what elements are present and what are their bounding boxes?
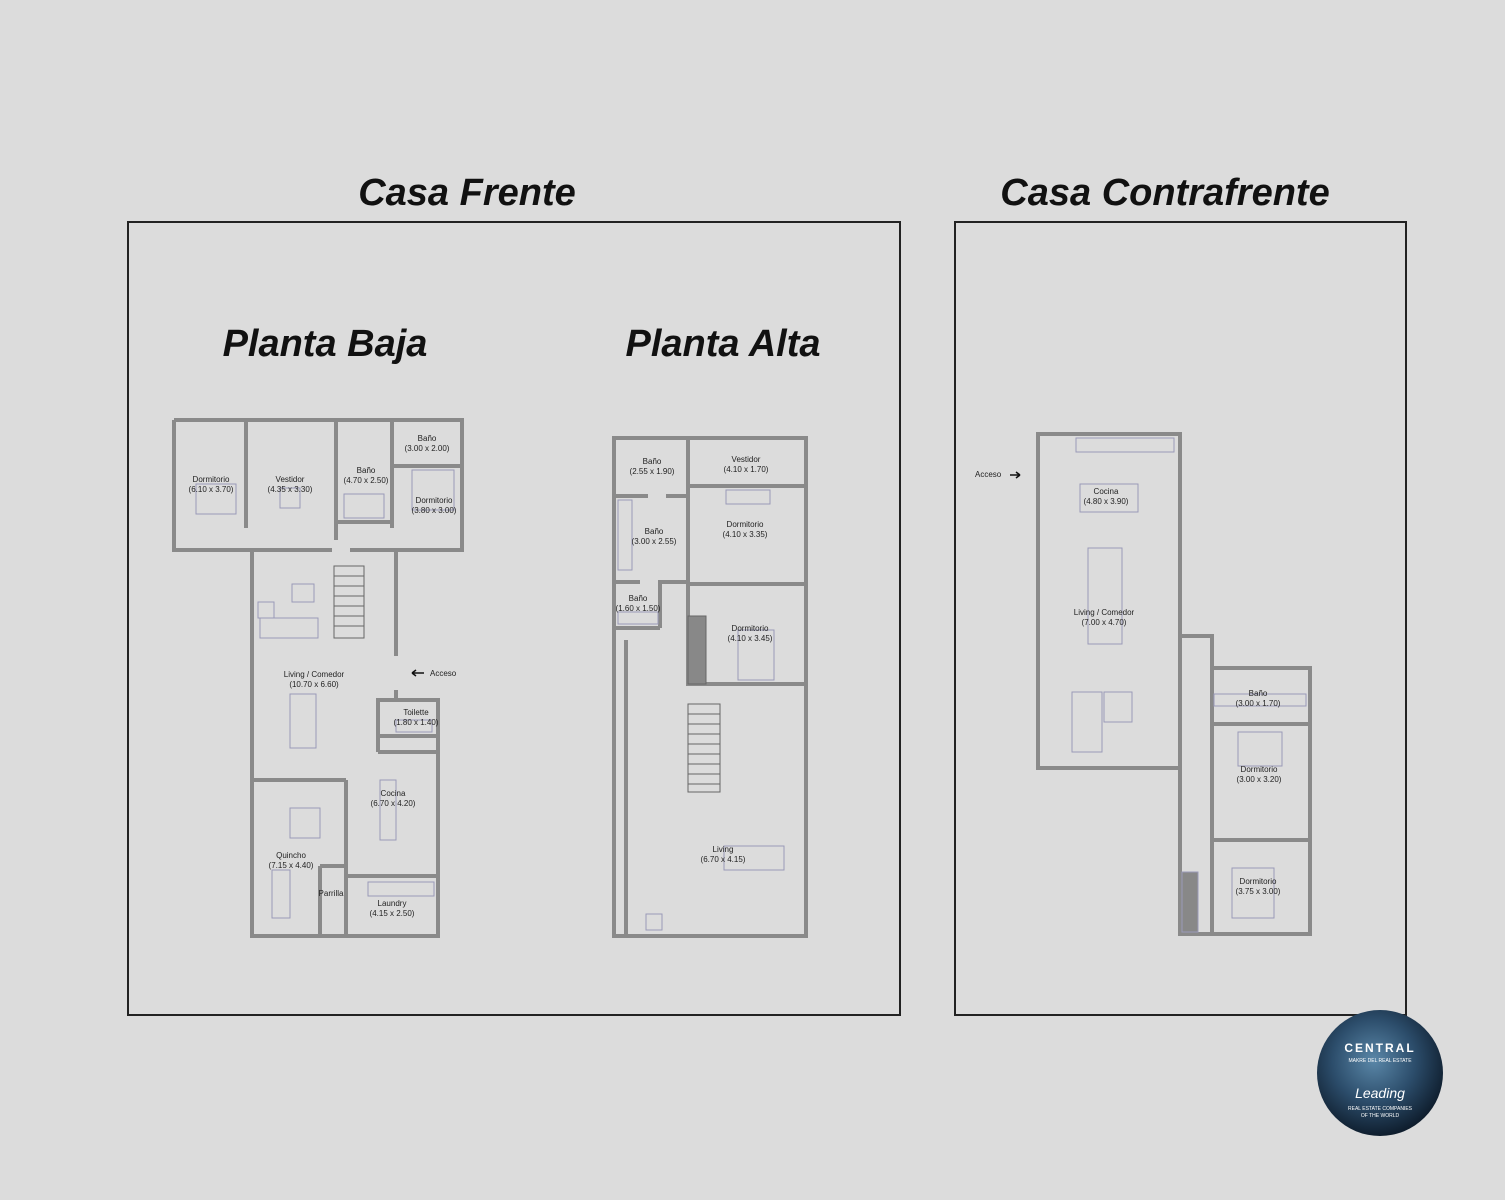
logo-brand: CENTRAL	[1344, 1041, 1415, 1055]
planta-alta-furniture	[617, 489, 785, 931]
pa-room-bano-3-dims: (1.60 x 1.50)	[616, 604, 661, 613]
pa-room-living-dims: (6.70 x 4.15)	[701, 855, 746, 864]
pa-room-dormitorio-2-dims: (4.10 x 3.45)	[728, 634, 773, 643]
pb-acceso-arrow-icon	[411, 669, 424, 677]
contrafrente-plan	[1036, 432, 1312, 936]
pb-room-bano-1-dims: (4.70 x 2.50)	[344, 476, 389, 485]
casa-contrafrente-title: Casa Contrafrente	[1000, 172, 1330, 214]
pb-room-vestidor-dims: (4.35 x 3.30)	[268, 485, 313, 494]
cf-room-cocina-dims: (4.80 x 3.90)	[1084, 497, 1129, 506]
pa-room-bano-3: Baño	[629, 594, 648, 603]
planta-baja-plan	[172, 418, 464, 938]
planta-baja-title: Planta Baja	[222, 323, 428, 365]
pa-room-living: Living	[713, 845, 734, 854]
cf-room-living-dims: (7.00 x 4.70)	[1082, 618, 1127, 627]
cf-room-dormitorio-1: Dormitorio	[1241, 765, 1278, 774]
pb-room-dormitorio-1: Dormitorio	[193, 475, 230, 484]
contrafrente-labels: Cocina (4.80 x 3.90) Living / Comedor (7…	[975, 470, 1282, 896]
cf-room-dormitorio-2: Dormitorio	[1240, 877, 1277, 886]
pb-room-toilette-dims: (1.80 x 1.40)	[394, 718, 439, 727]
pa-room-bano-1: Baño	[643, 457, 662, 466]
pb-room-bano-2: Baño	[418, 434, 437, 443]
pb-room-living-dims: (10.70 x 6.60)	[289, 680, 339, 689]
planta-alta-plan	[612, 436, 808, 938]
pb-room-parrilla: Parrilla	[319, 889, 344, 898]
pa-room-dormitorio-1-dims: (4.10 x 3.35)	[723, 530, 768, 539]
logo-slogan-sub2: OF THE WORLD	[1361, 1113, 1400, 1119]
pb-room-bano-2-dims: (3.00 x 2.00)	[405, 444, 450, 453]
central-logo: CENTRAL MAKRE DEL REAL ESTATE Leading RE…	[1317, 1010, 1443, 1136]
pa-room-dormitorio-1: Dormitorio	[727, 520, 764, 529]
casa-frente-title: Casa Frente	[358, 172, 576, 214]
pa-room-bano-1-dims: (2.55 x 1.90)	[630, 467, 675, 476]
pa-room-vestidor: Vestidor	[732, 455, 761, 464]
cf-room-dormitorio-1-dims: (3.00 x 3.20)	[1237, 775, 1282, 784]
pb-room-dormitorio-2-dims: (3.80 x 3.00)	[412, 506, 457, 515]
pa-room-bano-2: Baño	[645, 527, 664, 536]
pb-acceso-label: Acceso	[430, 669, 457, 678]
casa-contrafrente-frame	[954, 221, 1407, 1016]
pa-room-vestidor-dims: (4.10 x 1.70)	[724, 465, 769, 474]
pb-room-toilette: Toilette	[403, 708, 429, 717]
planta-baja-furniture	[195, 469, 455, 919]
globe-icon	[1317, 1010, 1443, 1136]
pb-room-dormitorio-1-dims: (6.10 x 3.70)	[189, 485, 234, 494]
pb-room-dormitorio-2: Dormitorio	[416, 496, 453, 505]
planta-alta-labels: Baño (2.55 x 1.90) Vestidor (4.10 x 1.70…	[616, 455, 773, 864]
cf-acceso-arrow-icon	[1010, 471, 1021, 479]
cf-room-bano-dims: (3.00 x 1.70)	[1236, 699, 1281, 708]
logo-slogan-sub: REAL ESTATE COMPANIES	[1348, 1106, 1413, 1112]
planta-baja-stairs	[333, 565, 365, 639]
pb-room-laundry: Laundry	[378, 899, 407, 908]
logo-tagline: MAKRE DEL REAL ESTATE	[1348, 1058, 1412, 1064]
pa-room-bano-2-dims: (3.00 x 2.55)	[632, 537, 677, 546]
pb-room-cocina: Cocina	[381, 789, 406, 798]
cf-room-bano: Baño	[1249, 689, 1268, 698]
cf-room-living: Living / Comedor	[1074, 608, 1135, 617]
pb-room-bano-1: Baño	[357, 466, 376, 475]
planta-alta-title: Planta Alta	[625, 323, 821, 365]
pb-room-living: Living / Comedor	[284, 670, 345, 679]
pb-room-quincho-dims: (7.15 x 4.40)	[269, 861, 314, 870]
planta-alta-stairs	[687, 615, 721, 793]
pa-room-dormitorio-2: Dormitorio	[732, 624, 769, 633]
pb-room-laundry-dims: (4.15 x 2.50)	[370, 909, 415, 918]
casa-frente-frame	[127, 221, 901, 1016]
pb-room-cocina-dims: (6.70 x 4.20)	[371, 799, 416, 808]
cf-room-cocina: Cocina	[1094, 487, 1119, 496]
pb-room-quincho: Quincho	[276, 851, 306, 860]
cf-acceso-label: Acceso	[975, 470, 1002, 479]
planta-baja-labels: Dormitorio (6.10 x 3.70) Vestidor (4.35 …	[189, 434, 457, 918]
logo-slogan: Leading	[1355, 1085, 1405, 1101]
contrafrente-furniture	[1071, 437, 1307, 933]
pb-room-vestidor: Vestidor	[276, 475, 305, 484]
cf-room-dormitorio-2-dims: (3.75 x 3.00)	[1236, 887, 1281, 896]
